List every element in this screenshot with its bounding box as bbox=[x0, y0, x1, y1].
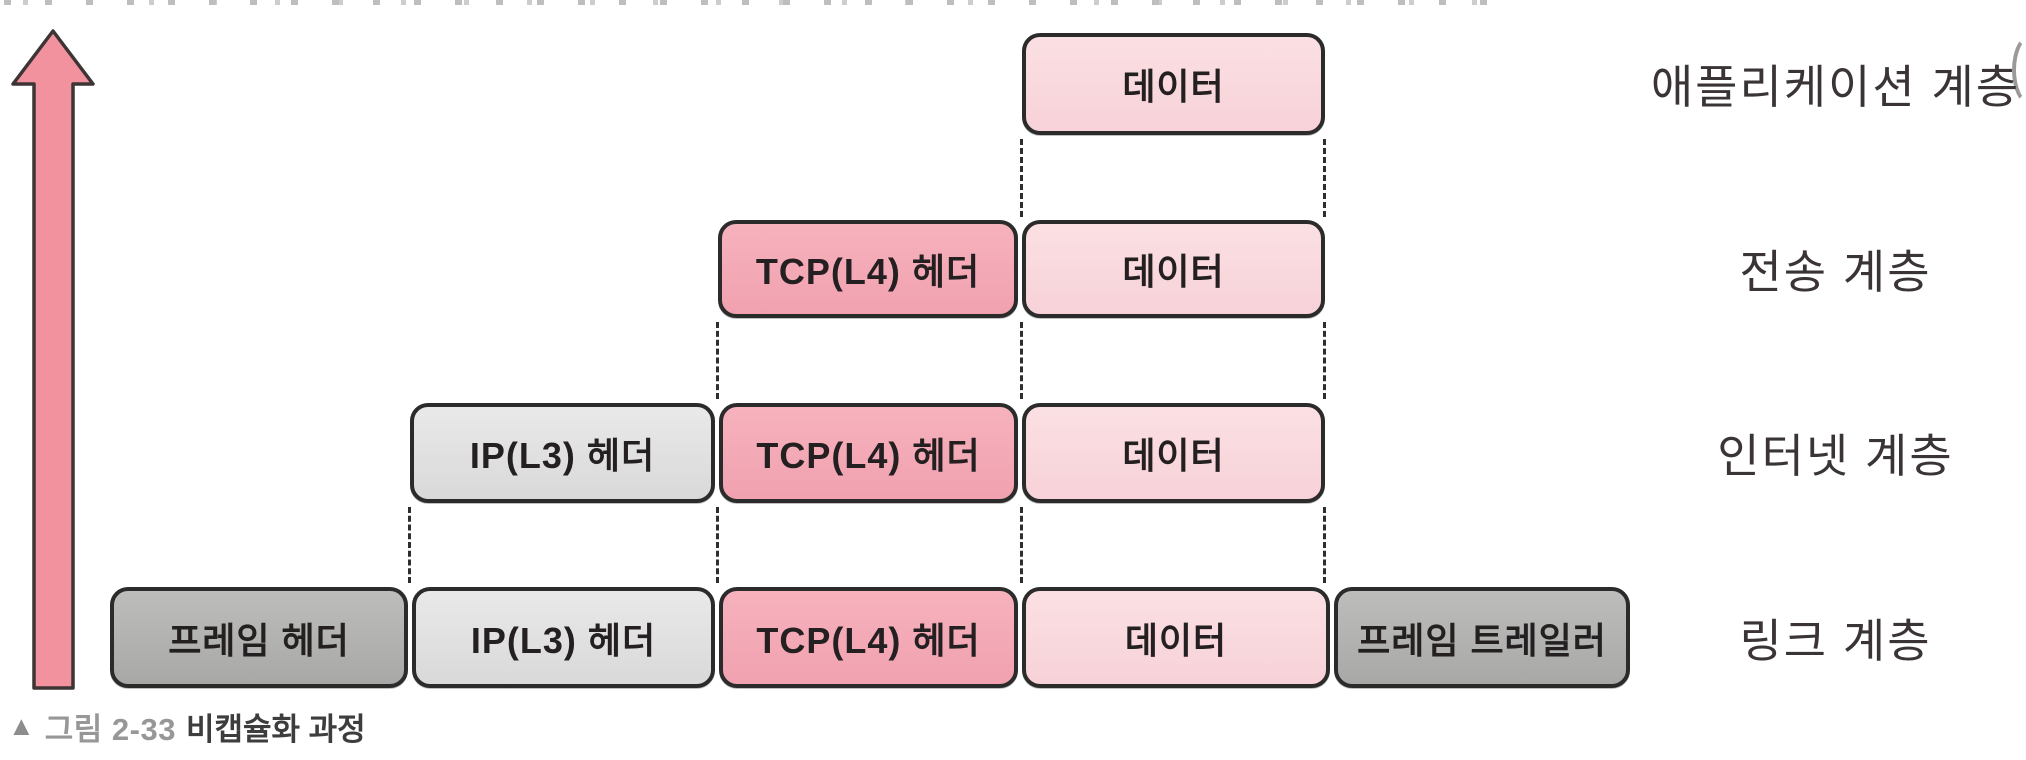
caption-text: 비캡슐화 과정 bbox=[185, 712, 366, 747]
block-l2-tcp-header: TCP(L4) 헤더 bbox=[719, 587, 1018, 688]
dashed-connector bbox=[1020, 507, 1023, 583]
block-l3-tcp-header: TCP(L4) 헤더 bbox=[719, 403, 1018, 503]
up-arrow-icon bbox=[11, 29, 95, 690]
caption-triangle-icon: ▲ bbox=[8, 711, 35, 741]
block-l2-frame-header: 프레임 헤더 bbox=[110, 587, 408, 688]
block-l3-ip-header: IP(L3) 헤더 bbox=[410, 403, 715, 503]
dashed-connector bbox=[1323, 322, 1326, 399]
layer-label-application: 애플리케이션 계층 bbox=[1650, 61, 2021, 113]
dashed-connector bbox=[408, 507, 411, 583]
block-l2-data: 데이터 bbox=[1022, 587, 1330, 688]
block-l2-ip-header: IP(L3) 헤더 bbox=[412, 587, 715, 688]
figure-caption: ▲ 그림 2-33 비캡슐화 과정 bbox=[8, 704, 366, 749]
dashed-connector bbox=[1323, 139, 1326, 217]
dashed-connector bbox=[1020, 322, 1023, 399]
dashed-connector bbox=[1020, 139, 1023, 217]
block-l3-data: 데이터 bbox=[1022, 403, 1325, 503]
dashed-connector bbox=[1323, 507, 1326, 583]
layer-label-transport: 전송 계층 bbox=[1739, 246, 1932, 298]
cropped-edge-artifact bbox=[2012, 34, 2026, 106]
block-l4-tcp-header: TCP(L4) 헤더 bbox=[718, 220, 1018, 318]
caption-figure-number: 그림 2-33 bbox=[44, 712, 176, 747]
cropped-text-fragments bbox=[4, 0, 1496, 5]
layer-label-link: 링크 계층 bbox=[1739, 614, 1932, 667]
block-l7-data: 데이터 bbox=[1022, 33, 1325, 135]
dashed-connector bbox=[716, 507, 719, 583]
layer-label-internet: 인터넷 계층 bbox=[1717, 430, 1954, 482]
block-l4-data: 데이터 bbox=[1022, 220, 1325, 318]
block-l2-frame-trailer: 프레임 트레일러 bbox=[1334, 587, 1630, 688]
dashed-connector bbox=[716, 322, 719, 399]
